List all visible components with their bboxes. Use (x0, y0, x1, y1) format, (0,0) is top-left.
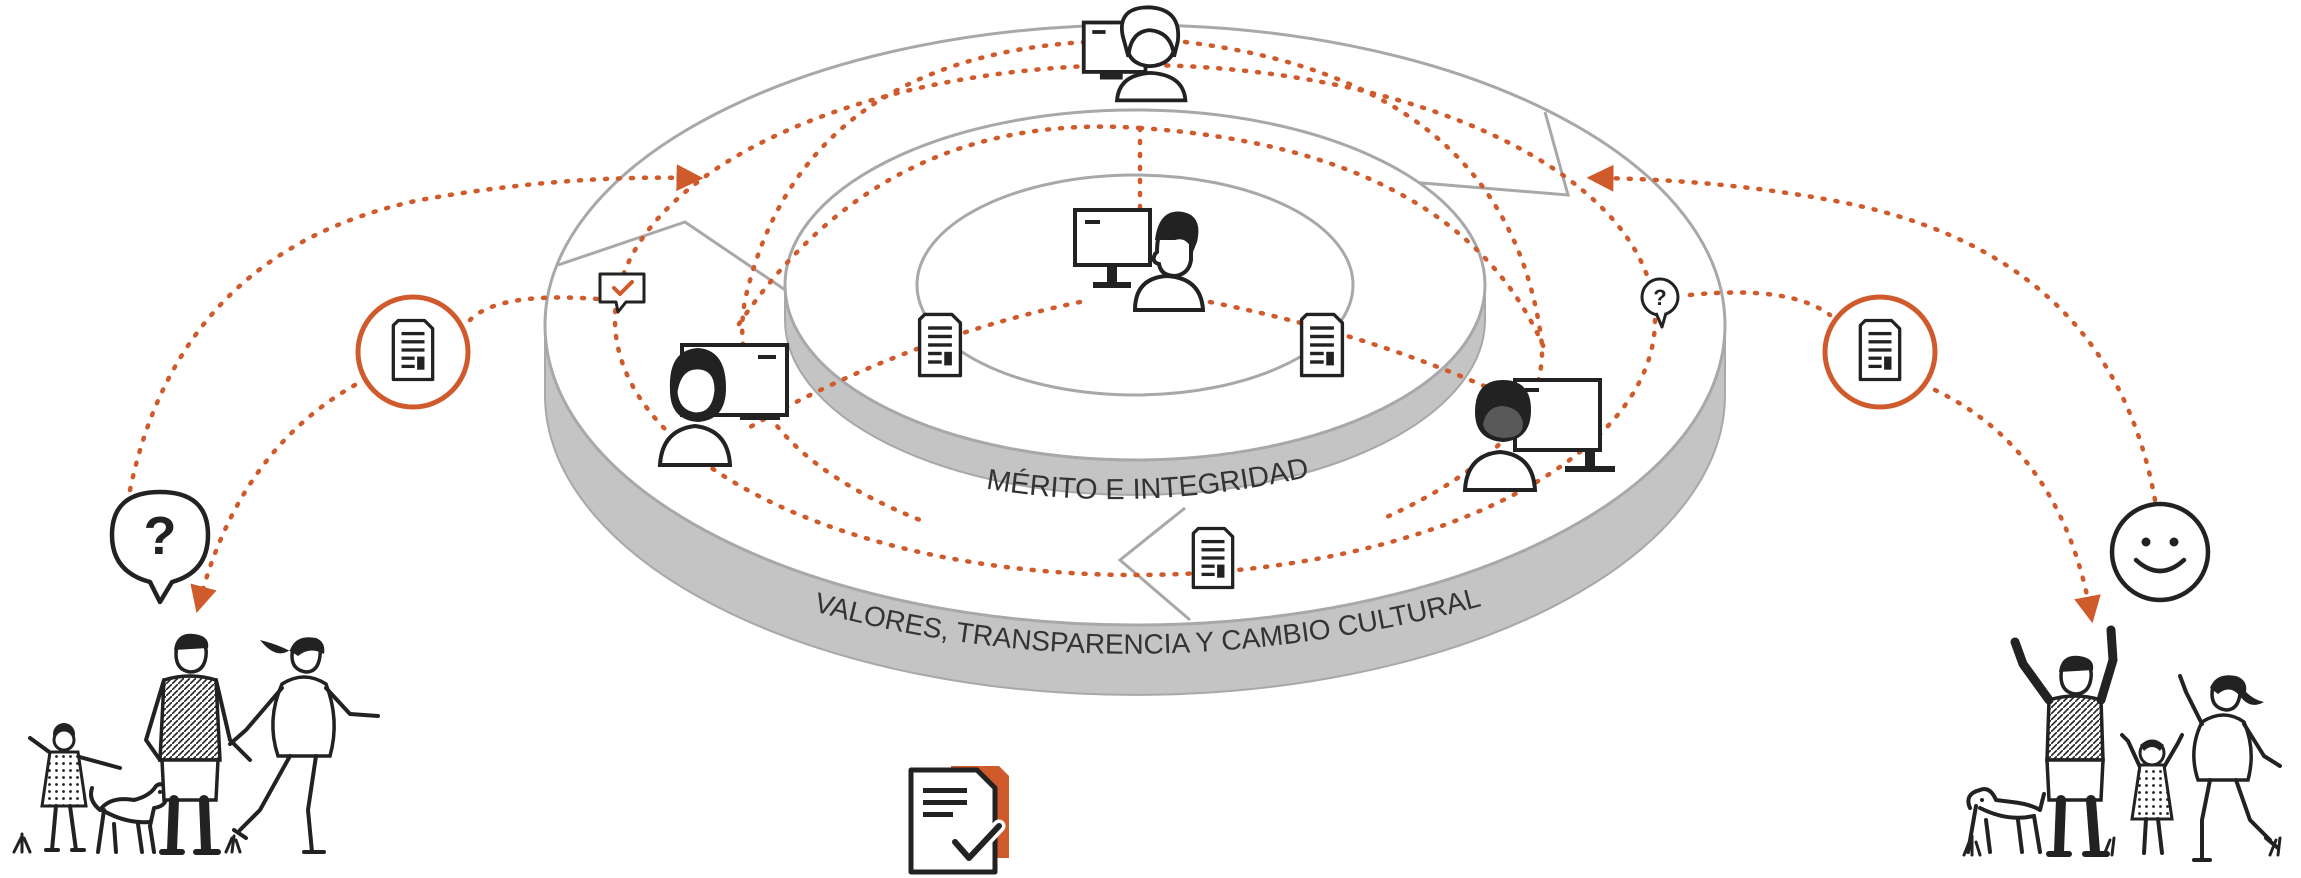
svg-text:?: ? (144, 506, 177, 566)
check-comment-icon (598, 272, 646, 314)
document-check-icon (908, 766, 1009, 875)
right-worker-icon (1462, 378, 1615, 492)
family-icon (12, 633, 380, 855)
document-icon (917, 312, 963, 378)
question-bubble-icon: ? (109, 489, 211, 605)
top-worker-icon (1081, 5, 1188, 103)
document-icon (1858, 318, 1902, 382)
document-icon (391, 318, 435, 382)
question-comment-icon: ? (1640, 277, 1680, 329)
left-worker-icon (657, 343, 789, 467)
svg-text:?: ? (1653, 285, 1666, 310)
smiley-icon (2109, 501, 2211, 603)
document-icon (1299, 312, 1345, 378)
celebrating-family-icon (1962, 625, 2282, 862)
document-icon (1191, 526, 1235, 590)
dotted-flow-lines (127, 39, 2158, 624)
left-document-circle (355, 294, 471, 410)
right-document-circle (1822, 294, 1938, 410)
